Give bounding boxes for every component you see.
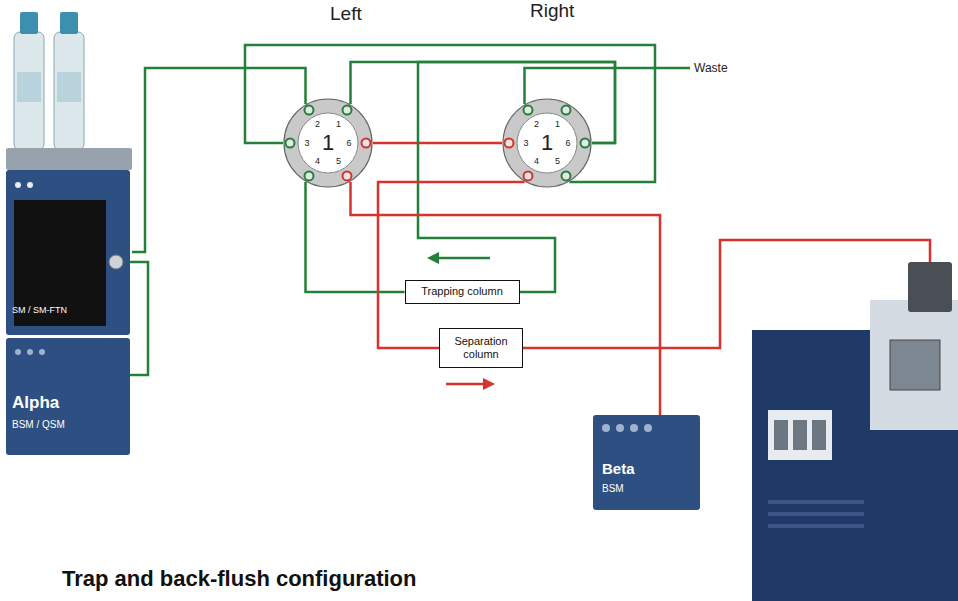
port-number: 2: [315, 120, 320, 129]
column-box: Separation column: [439, 328, 523, 368]
valve-port: [524, 171, 533, 180]
module-label: Alpha: [12, 394, 59, 413]
column-label: Separation column: [446, 335, 516, 361]
valve-port: [305, 171, 314, 180]
beta-pump-body: [593, 415, 700, 510]
column-label: Trapping column: [421, 285, 503, 298]
bottle: [14, 32, 44, 150]
status-light: [630, 424, 638, 432]
valve-port: [362, 139, 371, 148]
flow-arrowhead: [483, 378, 495, 390]
status-light: [644, 424, 652, 432]
valve-ring: [503, 99, 591, 187]
switching-valve: 1123456: [283, 98, 373, 188]
column-box: Trapping column: [405, 280, 520, 304]
port-number: 4: [534, 157, 539, 166]
valve-number: 1: [541, 132, 553, 154]
part-label: Waste: [694, 61, 728, 75]
bottle-tray: [6, 148, 132, 170]
ms-slot: [793, 420, 807, 450]
flow-arrowhead: [427, 252, 439, 264]
pump-unit-lower: [6, 338, 130, 455]
port-number: 4: [315, 157, 320, 166]
ms-vent: [768, 500, 864, 504]
flow-arrow: [436, 257, 490, 260]
valve-number: 1: [322, 132, 334, 154]
diagram-title: Trap and back-flush configuration: [62, 566, 416, 592]
module-label: BSM / QSM: [12, 419, 65, 430]
part-label: Right: [530, 0, 574, 22]
port-number: 5: [336, 157, 341, 166]
port-number: 3: [523, 139, 528, 148]
valve-center: [298, 113, 358, 173]
status-light: [602, 424, 610, 432]
bottle-label: [57, 72, 81, 102]
port-number: 3: [304, 139, 309, 148]
ms-vent: [768, 524, 864, 528]
flow-arrow: [446, 383, 486, 386]
tubing-line: [418, 62, 615, 292]
ms-vent: [768, 512, 864, 516]
tubing-line: [373, 142, 502, 145]
port-number: 2: [534, 120, 539, 129]
tubing-line: [351, 182, 661, 415]
pump-module: BetaBSM: [593, 415, 700, 510]
tubing-line: [132, 68, 306, 252]
ms-source-panel: [870, 300, 958, 430]
part-label: Left: [330, 3, 362, 25]
valve-port: [343, 171, 352, 180]
ms-front-panel: [768, 410, 832, 460]
status-light: [15, 349, 21, 355]
ms-window: [890, 340, 940, 390]
pump-module: SM / SM-FTN AlphaBSM / QSM: [0, 165, 132, 455]
pump-unit-upper: [6, 170, 130, 335]
bottle-cap: [60, 12, 78, 34]
valve-port: [286, 139, 295, 148]
valve-center: [517, 113, 577, 173]
internal-tubing: [130, 262, 148, 375]
status-light: [27, 182, 33, 188]
port-number: 1: [336, 120, 341, 129]
valve-port: [562, 171, 571, 180]
solvent-bottles: [14, 12, 84, 150]
tubing-line: [306, 182, 405, 292]
bottle: [54, 32, 84, 150]
ms-slot: [774, 420, 788, 450]
status-light: [616, 424, 624, 432]
port-number: 6: [565, 139, 570, 148]
module-label: Beta: [602, 461, 635, 478]
valve-port: [581, 139, 590, 148]
module-label: BSM: [602, 483, 624, 494]
valve-port: [524, 106, 533, 115]
tubing-line: [245, 45, 655, 182]
status-light: [15, 182, 21, 188]
ms-body: [752, 330, 958, 601]
valve-port: [505, 139, 514, 148]
module-label: SM / SM-FTN: [12, 306, 67, 316]
port-number: 6: [346, 139, 351, 148]
valve-port: [305, 106, 314, 115]
status-light: [27, 349, 33, 355]
port-number: 1: [555, 120, 560, 129]
port-number: 5: [555, 157, 560, 166]
bottle-label: [17, 72, 41, 102]
valve-port: [562, 106, 571, 115]
ms-transfer-line: [523, 240, 930, 348]
status-light: [39, 349, 45, 355]
ms-source: [908, 262, 952, 312]
ms-slot: [812, 420, 826, 450]
injector-knob: [109, 255, 123, 269]
bottle-cap: [20, 12, 38, 34]
tubing-line: [378, 182, 525, 348]
switching-valve: 1123456: [502, 98, 592, 188]
valve-port: [343, 106, 352, 115]
valve-ring: [284, 99, 372, 187]
mass-spectrometer: [752, 262, 958, 601]
